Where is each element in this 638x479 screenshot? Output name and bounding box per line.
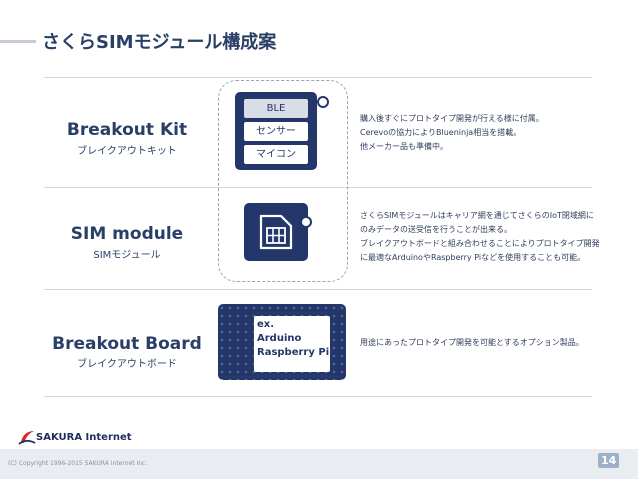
sim-description: さくらSIMモジュールはキャリア網を通じてさくらのIoT閉域網に のみデータの送… — [360, 209, 600, 265]
sim-title: SIM module — [70, 224, 184, 244]
kit-label-ble: BLE — [244, 99, 308, 118]
sakura-logo-icon — [18, 431, 36, 445]
board-description-line: 用途にあったプロトタイプ開発を可能とするオプション製品。 — [360, 338, 584, 347]
board-example-raspberry-pi: Raspberry Pi — [257, 347, 330, 358]
kit-description-line: 購入後すぐにプロトタイプ開発が行える様に付属。 — [360, 114, 544, 123]
sim-module-board — [244, 203, 308, 261]
divider-1 — [44, 187, 592, 188]
copyright-text: (C) Copyright 1996-2015 SAKURA Internet … — [8, 460, 148, 467]
kit-description-line: Cerevoの協力によりBlueninja相当を搭載。 — [360, 128, 522, 137]
sim-subtitle: SIMモジュール — [93, 250, 161, 261]
module-group-outline — [218, 80, 348, 282]
sim-card-icon — [259, 214, 293, 250]
divider-2 — [44, 289, 592, 290]
board-title: Breakout Board — [52, 334, 202, 354]
kit-label-microcontroller: マイコン — [244, 145, 308, 164]
sim-description-line: ブレイクアウトボードと組み合わせることによりプロトタイプ開発 — [360, 239, 600, 248]
sim-ring-icon — [300, 216, 312, 228]
page-title: さくらSIMモジュール構成案 — [42, 32, 277, 53]
company-logo-text: SAKURA Internet — [36, 432, 132, 443]
board-subtitle: ブレイクアウトボード — [77, 359, 177, 370]
sim-description-line: のみデータの送受信を行うことが出来る。 — [360, 225, 512, 234]
kit-ring-icon — [317, 96, 329, 108]
kit-title: Breakout Kit — [66, 120, 188, 140]
divider-top — [44, 77, 592, 78]
divider-bottom — [44, 396, 592, 397]
board-description: 用途にあったプロトタイプ開発を可能とするオプション製品。 — [360, 336, 584, 350]
board-example-card: ex. Arduino Raspberry Pi — [254, 316, 330, 372]
kit-subtitle: ブレイクアウトキット — [77, 146, 177, 157]
kit-description-line: 他メーカー品も準備中。 — [360, 142, 448, 151]
board-example-label: ex. — [257, 319, 275, 330]
board-example-arduino: Arduino — [257, 333, 302, 344]
kit-description: 購入後すぐにプロトタイプ開発が行える様に付属。 Cerevoの協力によりBlue… — [360, 112, 544, 154]
footer-bar — [0, 449, 638, 479]
sim-description-line: に最適なArduinoやRaspberry Piなどを使用することも可能。 — [360, 253, 586, 262]
kit-label-sensor: センサー — [244, 122, 308, 141]
sim-description-line: さくらSIMモジュールはキャリア網を通じてさくらのIoT閉域網に — [360, 211, 594, 220]
title-accent-bar — [0, 40, 36, 43]
page-number: 14 — [598, 453, 620, 468]
